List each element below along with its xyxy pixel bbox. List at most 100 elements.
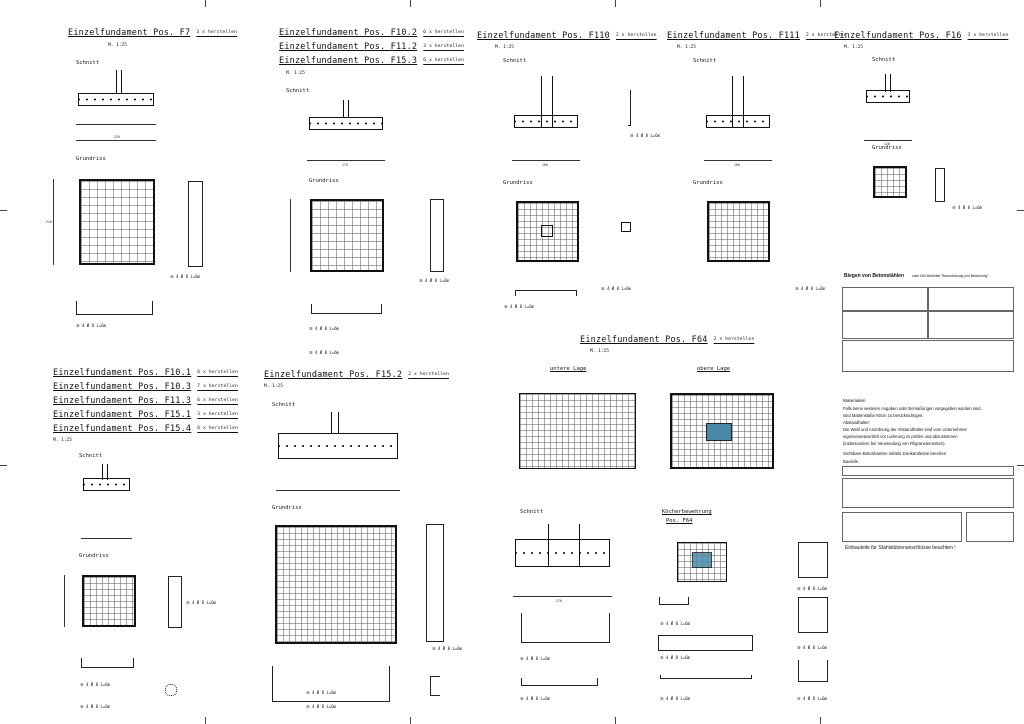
section-f152 [278, 433, 398, 459]
koecher-fill [692, 552, 712, 568]
bar-label-f101-c: ⑩ 4 Ø 8 L=6m [80, 704, 111, 709]
sichtbeton-note: Sichtbare Betonkanten mittels Dreikantle… [843, 451, 947, 456]
abstand-line-3: (insbesondere bei Verwendung von Filigra… [843, 441, 946, 446]
schnitt-label-f64: Schnitt [520, 509, 544, 515]
koecher-bar-d [798, 542, 828, 578]
section-f64 [515, 539, 610, 567]
crop-mark-bottom-4 [820, 717, 821, 724]
dim-f64 [513, 596, 612, 597]
column-plan-f110 [541, 225, 553, 237]
crop-mark-right-1 [1017, 210, 1024, 211]
schnitt-label-f102: Schnitt [286, 88, 310, 94]
dim-text-f102: 175 [342, 163, 348, 167]
plan-mesh-f152 [275, 525, 397, 644]
grundriss-label-f102: Grundriss [309, 178, 339, 184]
crop-mark-left-2 [0, 465, 7, 466]
dim-f7-section [76, 124, 156, 125]
grundriss-label-f7: Grundriss [76, 156, 106, 162]
mat-line-1: Falls keine weiteren Angaben oder Bemaßu… [843, 406, 982, 411]
bar-label-f101-a: ⑩ 4 Ø 8 L=6m [186, 600, 217, 605]
bar-label-f110-side: ⑩ 4 Ø 8 L=6m [630, 133, 661, 138]
dim-text-f16: 120 [884, 142, 890, 146]
koecher-opening-f64 [706, 423, 732, 441]
plan-mesh-f111 [707, 201, 770, 262]
schnitt-label-f7: Schnitt [76, 60, 100, 66]
dim-f111 [704, 160, 772, 161]
section-f110 [514, 115, 578, 128]
parts-table [842, 466, 1014, 476]
grundriss-label-f111: Grundriss [693, 180, 723, 186]
bar-shape-f64-b [521, 678, 598, 686]
plan-mesh-f110 [516, 201, 579, 262]
dim-f152 [276, 490, 400, 491]
pocket-f64 [548, 524, 580, 567]
bar-shape-f64-a [521, 613, 610, 643]
plan-mesh-f7 [79, 179, 155, 265]
crop-mark-bottom-1 [205, 717, 206, 724]
column-stub-f16 [885, 74, 891, 92]
scale-f64: M. 1:25 [590, 349, 609, 354]
schnitt-label-f16: Schnitt [872, 57, 896, 63]
scale-f102: M. 1:25 [286, 71, 305, 76]
crop-mark-top-1 [205, 0, 206, 7]
koecher-bar-label-d: ⑩ 4 Ø 8 L=6m [797, 586, 828, 591]
dim-f102 [307, 160, 385, 161]
bar-shape-f152-b [272, 666, 390, 702]
koecher-bar-e [798, 597, 828, 633]
crop-mark-bottom-2 [410, 717, 411, 724]
koecher-bar-c [660, 675, 752, 679]
scale-f111: M. 1:25 [677, 45, 696, 50]
column-stub-f102 [343, 100, 349, 118]
dim-f7-total [76, 140, 156, 141]
koecher-bar-a [659, 597, 689, 605]
grundriss-label-f110: Grundriss [503, 180, 533, 186]
column-f111 [732, 76, 744, 128]
bar-shape-f152-a [426, 524, 444, 642]
bar-shape-f102-b [311, 304, 382, 314]
bar-label-f152-c: ⑩ 4 Ø 8 L=6m [306, 704, 337, 709]
hook-f152 [430, 676, 440, 696]
scale-f110: M. 1:25 [495, 45, 514, 50]
abstand-line-1: Die Wahl und Anordnung der Abstandhalter… [843, 427, 967, 432]
bar-label-f64-a: ⑩ 4 Ø 8 L=6m [520, 656, 551, 661]
bar-label-f152-a: ⑩ 4 Ø 8 L=6m [432, 646, 463, 651]
section-f102 [309, 117, 383, 130]
column-stub-f7 [116, 70, 122, 94]
scale-f16: M. 1:25 [844, 45, 863, 50]
dim-f16 [864, 140, 912, 141]
notes-heading: Biegen von Betonstählen [844, 273, 905, 279]
bar-label-f7-b: ⑩ 4 Ø 8 L=6m [76, 323, 107, 328]
section-f101 [83, 478, 130, 491]
bar-label-f7-a: ⑩ 4 Ø 8 L=6m [170, 274, 201, 279]
bar-label-f64-b: ⑩ 4 Ø 8 L=6m [520, 696, 551, 701]
scale-f152: M. 1:25 [264, 384, 283, 389]
koecher-bar-label-a: ⑩ 4 Ø 8 L=6m [660, 621, 691, 626]
crop-mark-bottom-3 [615, 717, 616, 724]
bar-shape-f7-a [188, 181, 203, 267]
schnitt-label-f152: Schnitt [272, 402, 296, 408]
mesh-table-side [966, 512, 1014, 542]
bar-label-f102-c: ⑩ 4 Ø 8 L=6m [309, 350, 340, 355]
bar-shape-f101-a [168, 576, 182, 628]
notes-heading-ref: nach DIN Merkblatt "Betondeckung und Bew… [912, 274, 989, 278]
bar-label-f102-a: ⑩ 4 Ø 8 L=6m [419, 278, 450, 283]
bar-shape-f101-b [81, 658, 134, 668]
plan-mesh-f16 [873, 166, 907, 198]
hook-f101 [165, 684, 177, 696]
scale-f7: M. 1:25 [108, 43, 127, 48]
crop-mark-top-4 [820, 0, 821, 7]
section-f16 [866, 90, 910, 103]
bar-shape-f16 [935, 168, 945, 202]
bar-label-f101-b: ⑩ 4 Ø 8 L=6m [80, 682, 111, 687]
untere-lage-label: untere Lage [550, 366, 587, 372]
schnitt-label-f110: Schnitt [503, 58, 527, 64]
crop-mark-top-3 [615, 0, 616, 7]
mat-line-2: sind Mattenstöße 60cm zu berücksichtigen… [843, 413, 924, 418]
